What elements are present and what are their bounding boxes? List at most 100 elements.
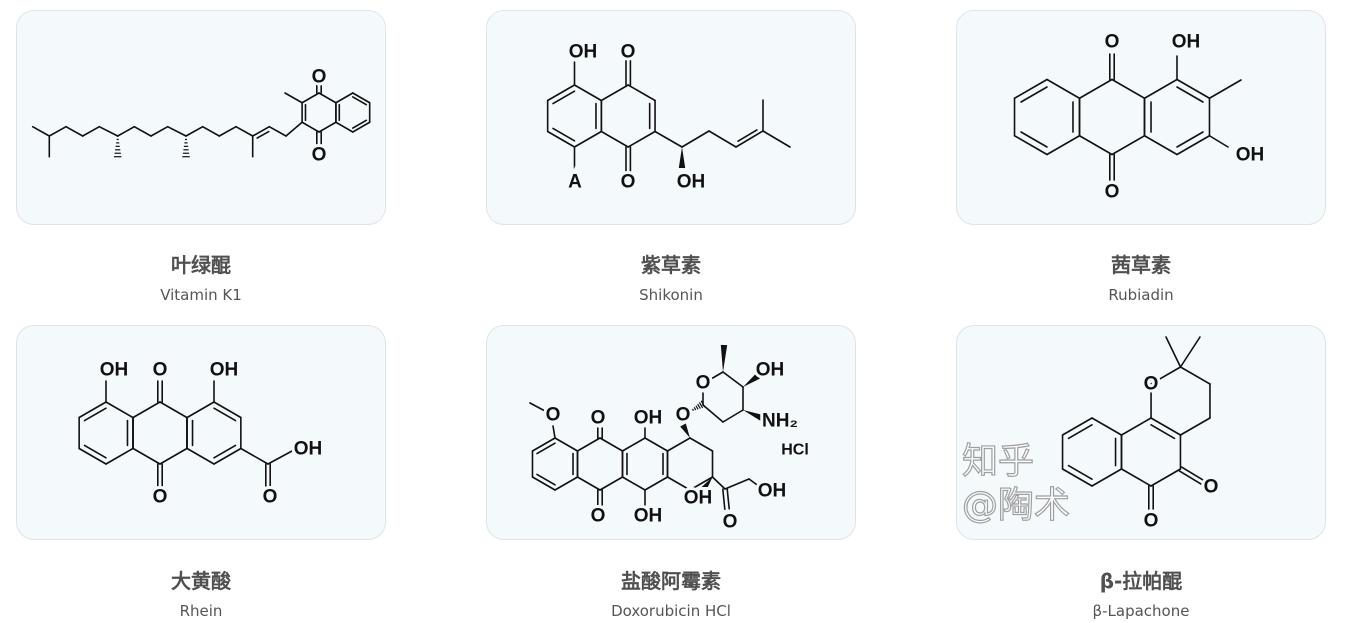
atom-label: O (1105, 182, 1120, 203)
atom-label: OH (210, 360, 239, 381)
bond (1120, 468, 1152, 487)
bond (185, 125, 204, 137)
atom-label: OH (758, 481, 787, 502)
bond (666, 437, 691, 452)
bond (256, 130, 270, 139)
bond (600, 84, 630, 102)
bond (213, 407, 237, 422)
bond (1120, 417, 1152, 436)
bond (318, 121, 337, 133)
bond (31, 125, 51, 137)
compound-name-cn: 茜草素 (1111, 253, 1171, 277)
bond (536, 442, 556, 455)
bond (1179, 366, 1211, 385)
bond (529, 402, 546, 412)
bond (1150, 366, 1182, 385)
bond (251, 125, 271, 137)
bond (105, 447, 134, 465)
bond (1020, 131, 1048, 148)
bond (1208, 79, 1242, 100)
bond (689, 476, 714, 491)
atom-label: OH (677, 172, 706, 193)
atom-label: O (591, 408, 606, 429)
bond (213, 444, 237, 459)
bond (78, 447, 107, 465)
bond (1046, 134, 1081, 156)
compound-name-en: Shikonin (639, 286, 703, 304)
bond (268, 125, 287, 137)
bond (1143, 78, 1178, 100)
wedge-bond (720, 344, 728, 372)
bond (1061, 417, 1093, 436)
atom-label: OH (634, 506, 663, 527)
bond (1176, 86, 1204, 103)
bond (267, 450, 293, 465)
hashed-bond (695, 405, 699, 410)
bond (681, 130, 710, 148)
atom-label: O (153, 360, 168, 381)
atom-label: O (696, 373, 711, 394)
atom-label: OH (294, 439, 323, 460)
bond (576, 437, 601, 452)
atom-label: O (153, 487, 168, 508)
compound-name-en: Rhein (179, 602, 223, 620)
bond (1078, 78, 1113, 100)
bond (335, 92, 354, 104)
atom-label: A (568, 172, 582, 193)
hashed-bond (690, 410, 692, 412)
bond (573, 130, 603, 148)
bond (1078, 134, 1113, 156)
bond (1178, 470, 1202, 485)
atom-label: O (676, 405, 691, 426)
hashed-bond (693, 407, 697, 411)
bond (1091, 417, 1123, 436)
wedge-bond (680, 423, 690, 438)
bond (599, 476, 624, 491)
compound-name-en: β-Lapachone (1092, 602, 1190, 620)
bond (133, 125, 152, 137)
bond (552, 90, 576, 105)
bond (240, 447, 269, 465)
bond (351, 96, 368, 106)
bond (722, 371, 744, 388)
bond (735, 130, 764, 148)
bond (1179, 336, 1201, 368)
card-lapachone (956, 325, 1326, 540)
bond (78, 401, 107, 419)
bond (666, 476, 691, 491)
bond (621, 476, 646, 491)
bond (1150, 423, 1176, 440)
bond (1111, 134, 1146, 156)
bond (132, 401, 161, 419)
atom-label: O (723, 512, 738, 533)
wedge-bond (700, 477, 713, 492)
bond (1143, 134, 1178, 156)
bond (1176, 131, 1204, 148)
bond (1179, 417, 1211, 436)
salt-label: HCl (781, 442, 809, 459)
bond (159, 401, 188, 419)
bond (531, 476, 556, 491)
bond (132, 447, 161, 465)
atom-label: O (312, 145, 327, 166)
bond (737, 129, 758, 142)
bond (159, 447, 188, 465)
wedge-bond (743, 373, 760, 387)
hashed-bond (691, 408, 695, 412)
bond (722, 488, 726, 511)
bond (726, 487, 730, 510)
bond (552, 127, 576, 142)
bond (644, 476, 669, 491)
bond (65, 125, 84, 137)
bond (708, 130, 737, 148)
bond (1176, 134, 1211, 156)
bond (552, 425, 556, 439)
bond (301, 92, 320, 104)
bond (1061, 468, 1093, 487)
bond (1046, 78, 1081, 100)
bond (81, 125, 101, 137)
card-doxorubicin (486, 325, 856, 540)
bond (213, 447, 242, 465)
hashed-bond (697, 403, 701, 409)
